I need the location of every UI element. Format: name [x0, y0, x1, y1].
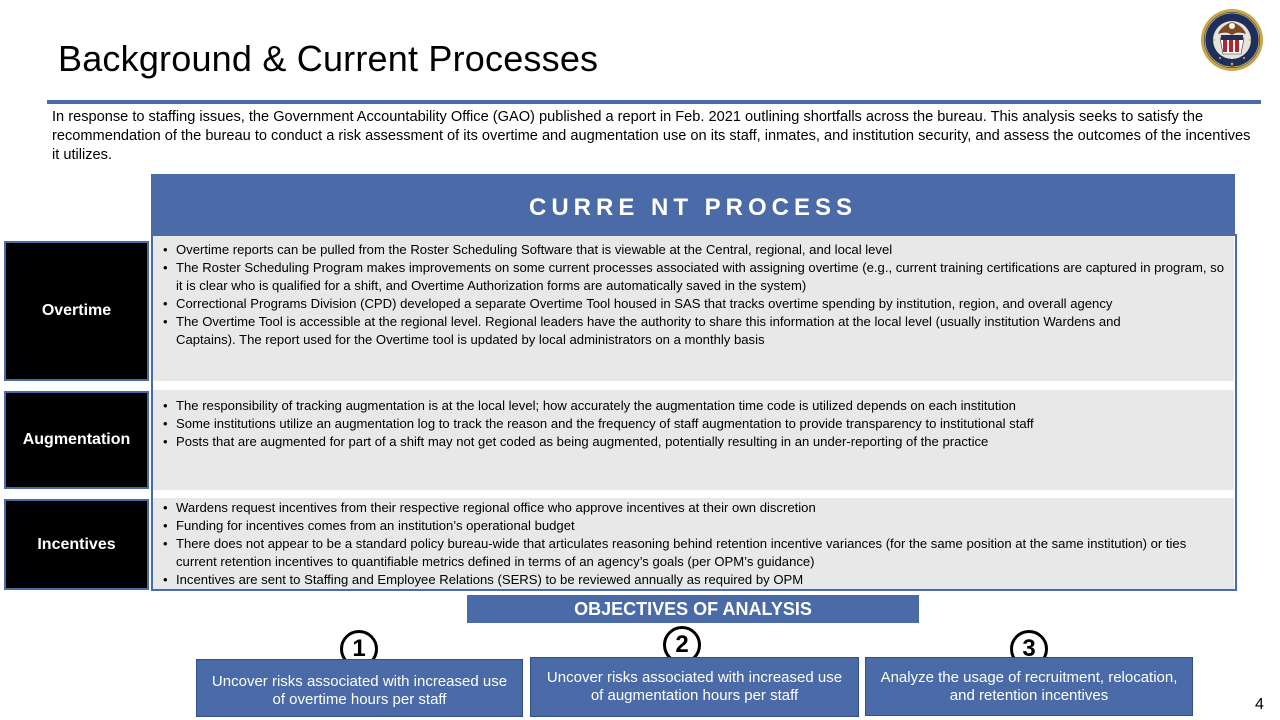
list-item: Correctional Programs Division (CPD) dev… [161, 295, 1224, 313]
current-process-header: CURRE NT PROCESS [151, 174, 1235, 234]
objective-text: Uncover risks associated with increased … [211, 673, 508, 708]
row-label-augmentation: Augmentation [4, 391, 149, 489]
page-title: Background & Current Processes [58, 38, 599, 79]
list-item: Some institutions utilize an augmentatio… [161, 415, 1224, 433]
objective-box-1: Uncover risks associated with increased … [196, 659, 523, 717]
page-number: 4 [1255, 696, 1264, 713]
list-item: Funding for incentives comes from an ins… [161, 517, 1224, 535]
objective-box-2: Uncover risks associated with increased … [530, 657, 859, 717]
list-item: The Overtime Tool is accessible at the r… [161, 313, 1224, 349]
row-content-augmentation: The responsibility of tracking augmentat… [153, 390, 1234, 490]
objective-text: Uncover risks associated with increased … [546, 669, 843, 704]
row-label-overtime: Overtime [4, 241, 149, 381]
title-divider [47, 100, 1261, 104]
list-item: The Roster Scheduling Program makes impr… [161, 259, 1224, 295]
augmentation-bullet-list: The responsibility of tracking augmentat… [161, 397, 1224, 451]
intro-paragraph: In response to staffing issues, the Gove… [52, 109, 1251, 163]
objectives-header: OBJECTIVES OF ANALYSIS [467, 595, 919, 623]
incentives-bullet-list: Wardens request incentives from their re… [161, 499, 1224, 589]
list-item: Wardens request incentives from their re… [161, 499, 1224, 517]
list-item: Incentives are sent to Staffing and Empl… [161, 571, 1224, 589]
row-label-incentives: Incentives [4, 499, 149, 590]
department-seal-icon [1201, 9, 1263, 71]
row-content-overtime: Overtime reports can be pulled from the … [153, 236, 1234, 381]
overtime-bullet-list: Overtime reports can be pulled from the … [161, 241, 1224, 349]
list-item: The responsibility of tracking augmentat… [161, 397, 1224, 415]
list-item: Overtime reports can be pulled from the … [161, 241, 1224, 259]
list-item: There does not appear to be a standard p… [161, 535, 1224, 571]
objective-text: Analyze the usage of recruitment, reloca… [880, 668, 1178, 704]
list-item: Posts that are augmented for part of a s… [161, 433, 1224, 451]
row-content-incentives: Wardens request incentives from their re… [153, 498, 1234, 589]
objective-box-3: Analyze the usage of recruitment, reloca… [865, 657, 1193, 716]
